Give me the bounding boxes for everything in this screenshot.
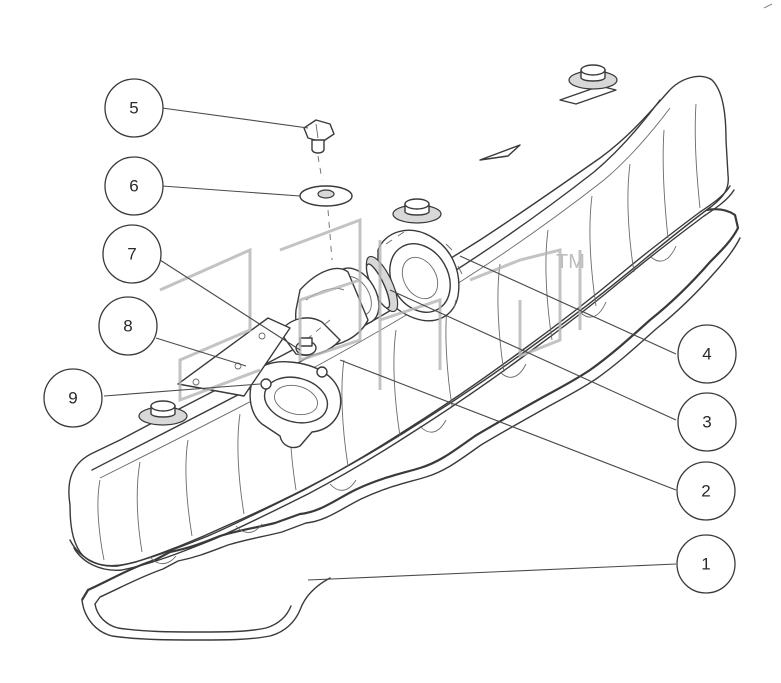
callout-2: 2 — [676, 461, 736, 521]
callout-9: 9 — [43, 368, 103, 428]
callout-4: 4 — [677, 324, 737, 384]
callout-7-label: 7 — [127, 245, 136, 264]
callout-5-label: 5 — [129, 99, 138, 118]
corner-mark — [763, 3, 773, 9]
small-bolt — [303, 119, 335, 154]
callout-3-label: 3 — [702, 413, 711, 432]
washer — [299, 185, 353, 207]
callout-3: 3 — [677, 392, 737, 452]
callout-7: 7 — [102, 224, 162, 284]
cover-bolt-rear — [568, 64, 618, 90]
callout-8-label: 8 — [123, 317, 132, 336]
callout-6-label: 6 — [129, 177, 138, 196]
callout-9-label: 9 — [68, 389, 77, 408]
cover-bolt-front — [138, 400, 188, 426]
leader-lines — [103, 107, 677, 581]
callout-4-label: 4 — [702, 345, 711, 364]
watermark-logo: TM — [159, 217, 585, 403]
callout-8: 8 — [98, 296, 158, 356]
callout-1: 1 — [676, 534, 736, 594]
cover-bolt-middle — [392, 198, 442, 224]
callout-1-label: 1 — [701, 555, 710, 574]
callout-6: 6 — [104, 156, 164, 216]
filler-neck — [295, 267, 380, 347]
callout-2-label: 2 — [701, 482, 710, 501]
valve-cover — [68, 75, 735, 571]
callout-5: 5 — [104, 78, 164, 138]
breather-plate — [177, 317, 291, 397]
watermark-trademark: TM — [556, 251, 585, 273]
